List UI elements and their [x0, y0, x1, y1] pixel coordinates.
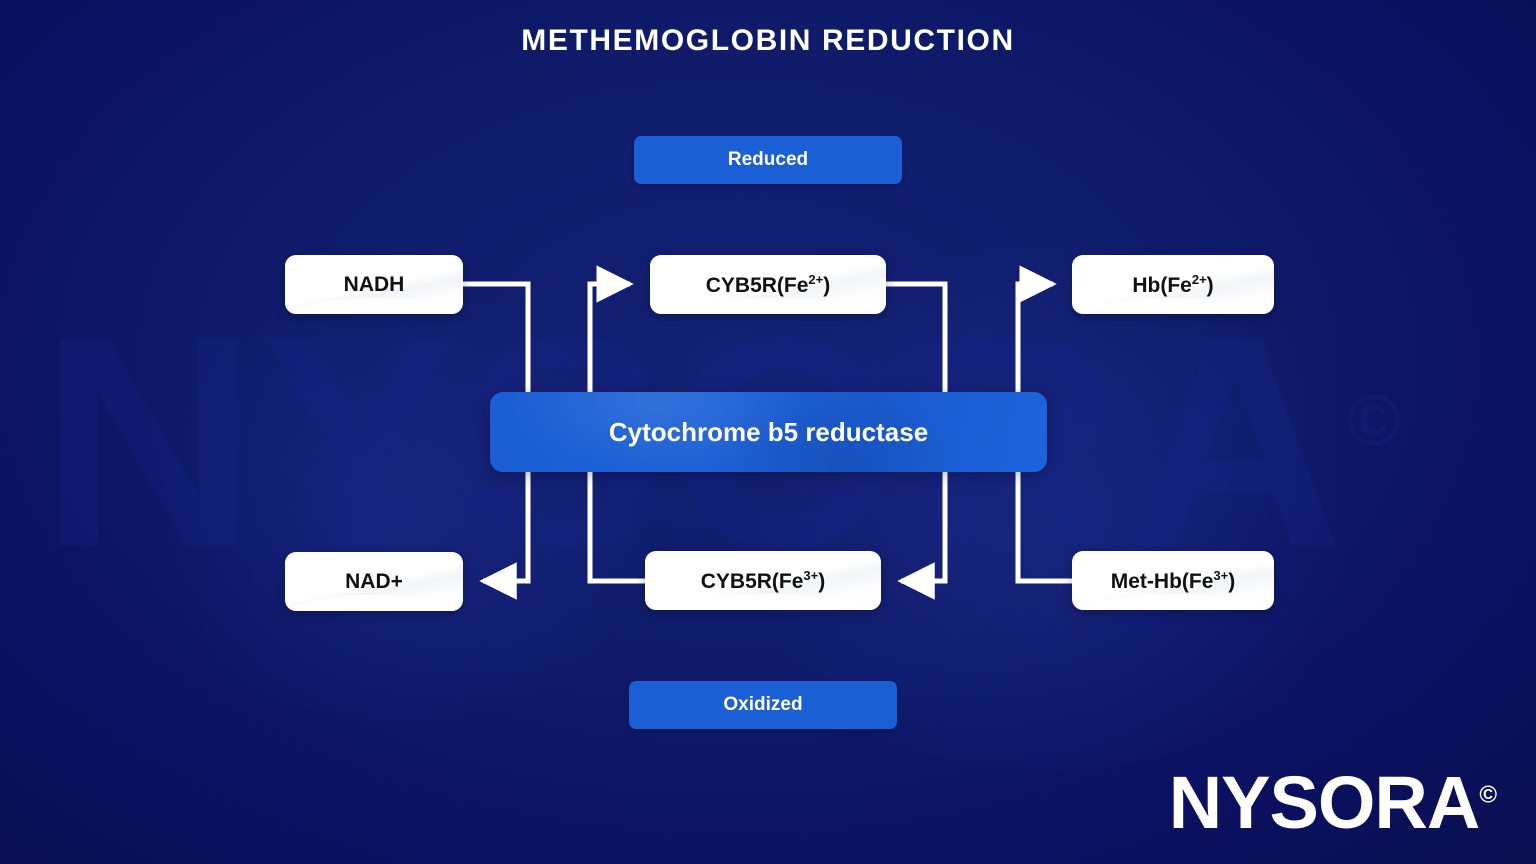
node-nad-plus: NAD+: [285, 552, 463, 611]
node-cyb5r-fe2: CYB5R(Fe2+): [650, 255, 886, 314]
page-title: METHEMOGLOBIN REDUCTION: [521, 24, 1015, 57]
band-label-oxidized-text: Oxidized: [723, 694, 803, 715]
node-hb-fe2-label: Hb(Fe2+): [1132, 271, 1214, 297]
enzyme-label: Cytochrome b5 reductase: [608, 416, 929, 447]
nysora-logo-text: NYSORA: [1168, 761, 1481, 844]
node-met-hb-fe3-label: Met-Hb(Fe3+): [1110, 567, 1236, 593]
nysora-logo: NYSORA©: [1169, 766, 1497, 840]
band-label-oxidized: Oxidized: [629, 681, 897, 729]
node-nadh-label: NADH: [343, 272, 405, 296]
node-cyb5r-fe3-label: CYB5R(Fe3+): [700, 567, 826, 593]
band-label-reduced-text: Reduced: [727, 149, 809, 170]
nysora-logo-copyright: ©: [1479, 781, 1497, 809]
node-nad-plus-label: NAD+: [345, 569, 403, 593]
node-cyb5r-fe3: CYB5R(Fe3+): [645, 551, 881, 610]
node-hb-fe2: Hb(Fe2+): [1072, 255, 1274, 314]
node-cyb5r-fe2-label: CYB5R(Fe2+): [705, 271, 831, 297]
band-label-reduced: Reduced: [634, 136, 902, 184]
enzyme-box: Cytochrome b5 reductase: [490, 392, 1047, 472]
node-nadh: NADH: [285, 255, 463, 314]
node-met-hb-fe3: Met-Hb(Fe3+): [1072, 551, 1274, 610]
